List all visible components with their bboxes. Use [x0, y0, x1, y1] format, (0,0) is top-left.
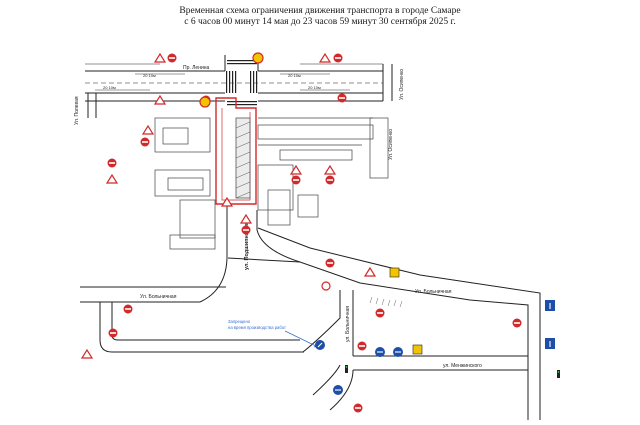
sign-warning-8	[289, 164, 303, 175]
street-label-polevaya: Ул. Полевая	[74, 96, 80, 125]
sign-warning-7	[239, 213, 253, 224]
work-zone	[215, 97, 257, 205]
sign-warning-5	[105, 173, 119, 184]
road-podshipnikova	[199, 204, 301, 303]
sign-no-entry-13	[375, 308, 385, 318]
title-line-2: с 6 часов 00 минут 14 мая до 23 часов 59…	[184, 17, 456, 27]
sign-no-entry-2	[167, 53, 177, 63]
road-osipenko-top	[382, 64, 393, 101]
buildings	[154, 117, 389, 250]
street-label-bolnichnaya-left: Ул. Больничная	[140, 294, 177, 300]
lane-label-bottom-left: 20 10м	[103, 85, 116, 90]
sign-warning-3	[153, 94, 167, 105]
sign-warning-9	[323, 164, 337, 175]
street-label-osipenko-right: Ул. Осипенко	[388, 129, 394, 160]
restriction-note: Запрещено на время производства работ	[228, 319, 319, 348]
sign-direction-blue-1	[315, 340, 325, 350]
street-label-podshipnikova: ул. Подшипникова	[244, 218, 250, 270]
sign-no-entry-3	[333, 53, 343, 63]
street-label-bolnichnaya-lower: ул. Больничная	[345, 306, 351, 342]
traffic-light-2	[557, 370, 560, 378]
sign-no-entry-10	[325, 258, 335, 268]
map-title: Временная схема ограничения движения тра…	[120, 6, 520, 28]
sign-warning-6	[220, 196, 234, 207]
sign-no-entry-11	[123, 304, 133, 314]
sign-warning-11	[80, 348, 94, 359]
road-bolnichnaya-right	[227, 227, 541, 420]
sign-warning-10	[363, 266, 377, 277]
title-line-1: Временная схема ограничения движения тра…	[179, 6, 461, 16]
sign-no-entry-8	[291, 175, 301, 185]
sign-no-entry-5	[140, 137, 150, 147]
sign-roadworks-2	[199, 96, 211, 108]
sign-no-entry-6	[107, 158, 117, 168]
note-line-2: на время производства работ	[228, 325, 286, 330]
note-line-1: Запрещено	[228, 319, 251, 324]
crosswalks	[226, 60, 258, 106]
street-label-menzhinskogo: ул. Менжинского	[443, 363, 482, 369]
sign-direction-blue-2	[375, 347, 385, 357]
work-zone-hatch	[235, 121, 251, 199]
sign-roadworks-3	[389, 267, 400, 278]
lane-label-top-right: 20 10м	[288, 73, 301, 78]
sign-direction-blue-5	[545, 338, 555, 349]
sign-no-entry-12	[108, 328, 118, 338]
sign-direction-blue-3	[393, 347, 403, 357]
sign-roadworks-4	[412, 344, 423, 355]
sign-warning-4	[141, 124, 155, 135]
parking-hatch	[369, 296, 403, 308]
lane-markings: 20 10м 20 10м 20 10м 20 10м	[95, 73, 350, 91]
sign-warning-2	[318, 52, 332, 63]
sign-no-entry-15	[512, 318, 522, 328]
sign-direction-blue-6	[333, 385, 343, 395]
sign-direction-blue-4	[545, 300, 555, 311]
street-label-bolnichnaya-right: Ул. Больничная	[415, 289, 452, 295]
road-menzhinskogo	[353, 355, 528, 371]
lane-label-top-left: 20 10м	[143, 73, 156, 78]
sign-no-entry-16	[353, 403, 363, 413]
sign-no-entry-4	[337, 93, 347, 103]
sign-speed-limit	[321, 281, 331, 291]
street-label-lenina: Пр. Ленина	[183, 65, 210, 71]
sign-no-entry-7	[241, 225, 251, 235]
sign-no-entry-9	[325, 175, 335, 185]
street-label-osipenko: Ул. Осипенко	[399, 69, 405, 100]
sign-roadworks-1	[252, 52, 264, 64]
traffic-light-1	[345, 365, 348, 373]
lane-label-bottom-right: 20 10м	[308, 85, 321, 90]
road-bolnichnaya-lower	[302, 290, 354, 411]
sign-no-entry-14	[357, 341, 367, 351]
sign-warning-1	[153, 52, 167, 63]
